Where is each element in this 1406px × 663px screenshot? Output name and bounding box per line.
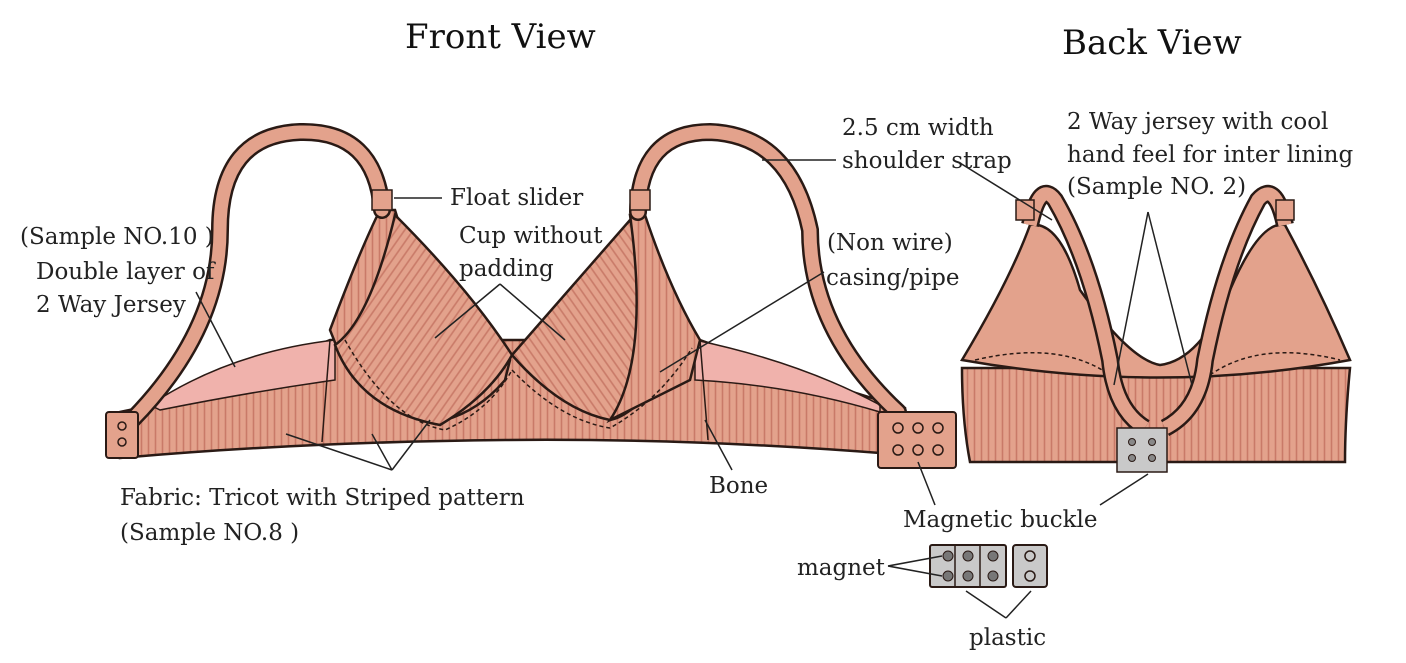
front-view-title: Front View bbox=[405, 17, 596, 57]
label-plastic: plastic bbox=[969, 625, 1046, 651]
back-view-title: Back View bbox=[1062, 23, 1242, 63]
label-jersey-3: (Sample NO. 2) bbox=[1067, 174, 1246, 200]
left-hook-tab bbox=[105, 411, 139, 459]
back-slider-right bbox=[1275, 199, 1295, 221]
left-wing-lining bbox=[148, 339, 336, 411]
front-band bbox=[118, 338, 907, 460]
float-slider-left bbox=[371, 189, 393, 211]
right-wing-lining bbox=[694, 339, 881, 414]
right-shoulder-strap-fill bbox=[631, 125, 905, 419]
right-cup-stitch bbox=[511, 347, 693, 429]
plastic-piece bbox=[1012, 544, 1048, 588]
back-slider-left bbox=[1015, 199, 1035, 221]
back-right-strap-fill bbox=[1161, 187, 1292, 434]
label-fabric-2: (Sample NO.8 ) bbox=[120, 520, 299, 546]
label-cup-2: padding bbox=[459, 256, 554, 282]
label-strap-2: shoulder strap bbox=[842, 148, 1012, 174]
label-sample10-3: 2 Way Jersey bbox=[36, 292, 186, 318]
front-view-bra bbox=[105, 122, 957, 469]
label-magnet: magnet bbox=[797, 555, 886, 581]
label-magnetic-buckle: Magnetic buckle bbox=[903, 507, 1098, 533]
label-casing-2: casing/pipe bbox=[826, 265, 959, 291]
back-magnetic-buckle bbox=[1116, 427, 1168, 473]
hook-eye bbox=[117, 437, 127, 447]
label-bone: Bone bbox=[709, 473, 768, 499]
back-buckle-dots bbox=[1128, 438, 1156, 462]
label-float-slider: Float slider bbox=[450, 185, 583, 211]
left-cup-center bbox=[333, 212, 514, 427]
leader-lines bbox=[195, 159, 1193, 619]
hook-eye bbox=[117, 421, 127, 431]
back-view-bra bbox=[959, 185, 1352, 473]
right-buckle-tab bbox=[877, 411, 957, 469]
buckle-eyes bbox=[892, 422, 944, 456]
label-cup-1: Cup without bbox=[459, 223, 603, 249]
label-casing-1: (Non wire) bbox=[827, 230, 953, 256]
bone-left bbox=[321, 339, 331, 443]
magnet-dots bbox=[942, 550, 999, 582]
label-sample10-2: Double layer of bbox=[36, 259, 216, 285]
back-left-strap-fill bbox=[1023, 187, 1149, 434]
magnet-detail bbox=[929, 544, 1048, 588]
label-jersey-1: 2 Way jersey with cool bbox=[1067, 109, 1328, 135]
left-shoulder-strap-fill bbox=[125, 125, 389, 427]
label-fabric-1: Fabric: Tricot with Striped pattern bbox=[120, 485, 525, 511]
float-slider-right bbox=[629, 189, 651, 211]
label-jersey-2: hand feel for inter lining bbox=[1067, 142, 1353, 168]
back-band bbox=[960, 366, 1352, 464]
label-strap-1: 2.5 cm width bbox=[842, 115, 994, 141]
label-sample10-1: (Sample NO.10 ) bbox=[20, 224, 214, 250]
back-inner bbox=[959, 223, 1352, 379]
